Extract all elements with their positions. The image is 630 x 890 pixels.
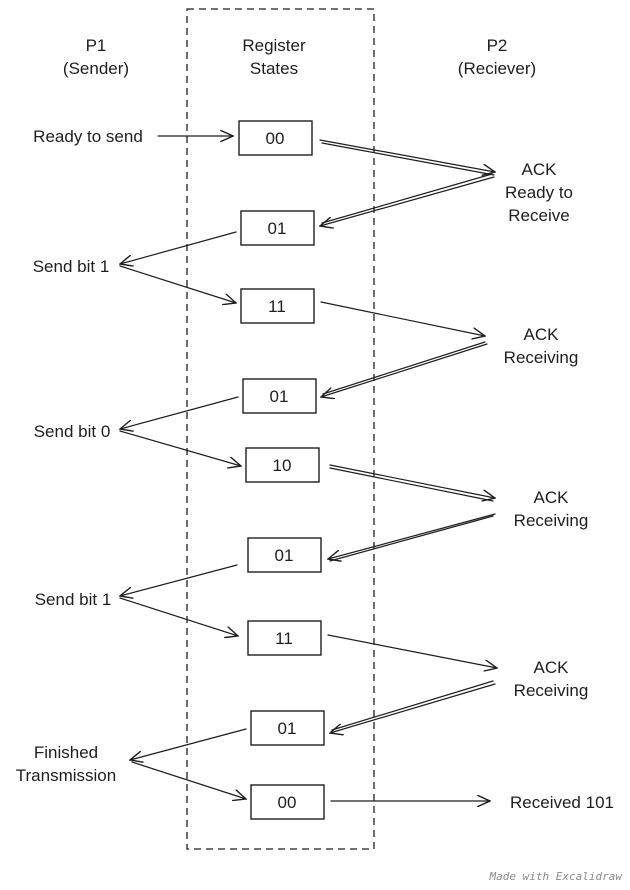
arrow-ack-3-to-reg: [328, 513, 496, 559]
register-value-5: 10: [273, 456, 292, 475]
sender-label-finished-line-2: Transmission: [16, 766, 116, 785]
registers-header-line-1: Register: [242, 36, 306, 55]
sender-label-finished-line-1: Finished: [34, 743, 98, 762]
arrow-reg-to-ack-4: [327, 634, 497, 668]
receiver-label-ack-2-line-2: Receiving: [504, 348, 579, 367]
register-value-4: 01: [270, 387, 289, 406]
receiver-label-ack-3-line-2: Receiving: [514, 511, 589, 530]
receiver-label-ack-3-line-1: ACK: [534, 488, 570, 507]
receiver-label-ack-1-line-2: Ready to: [505, 183, 573, 202]
arrow-finished-to-reg: [131, 761, 246, 799]
register-box-4: 01: [242, 378, 317, 414]
register-column-frame: [186, 8, 375, 850]
p1-header-line-1: P1: [86, 36, 107, 55]
p1-header-line-2: (Sender): [63, 59, 129, 78]
arrow-ack-1-to-reg-sketch: [321, 173, 493, 224]
arrow-ack-1-to-reg: [320, 176, 495, 226]
register-box-5: 10: [245, 447, 320, 483]
arrow-ack-2-to-reg-sketch: [322, 341, 486, 395]
receiver-label-ack-4-line-2: Receiving: [514, 681, 589, 700]
arrow-ack-4-to-reg: [330, 683, 496, 733]
receiver-label-ack-1-line-3: Receive: [508, 206, 569, 225]
p2-header-line-1: P2: [487, 36, 508, 55]
register-box-6: 01: [247, 537, 322, 573]
register-value-6: 01: [275, 546, 294, 565]
arrow-send-bit-0-to-reg: [119, 430, 241, 466]
sender-label-send-bit-1: Send bit 1: [33, 257, 110, 276]
arrow-reg-to-ack-1: [319, 139, 495, 172]
arrow-reg-to-send-bit-1b: [120, 564, 238, 596]
register-value-9: 00: [278, 793, 297, 812]
arrow-ack-3-to-reg-sketch: [329, 515, 494, 562]
register-value-8: 01: [278, 719, 297, 738]
register-value-3: 11: [268, 297, 286, 316]
register-box-7: 11: [247, 620, 322, 656]
sender-label-send-bit-1b: Send bit 1: [35, 590, 112, 609]
sender-label-ready: Ready to send: [33, 127, 143, 146]
receiver-label-ack-4-line-1: ACK: [534, 658, 570, 677]
arrow-reg-to-ack-2: [320, 301, 485, 336]
arrow-reg-to-send-bit-1: [120, 231, 237, 264]
register-value-2: 01: [268, 219, 287, 238]
receiver-label-received: Received 101: [510, 793, 614, 812]
register-box-1: 00: [238, 120, 313, 156]
sender-label-send-bit-0: Send bit 0: [34, 422, 111, 441]
register-box-8: 01: [250, 710, 325, 746]
excalidraw-watermark: Made with Excalidraw: [489, 870, 624, 883]
arrow-reg-to-ack-1-sketch: [321, 142, 495, 176]
arrow-reg-to-send-bit-0: [120, 396, 239, 429]
arrow-reg-to-ack-3-sketch: [329, 467, 494, 502]
arrow-ack-4-to-reg-sketch: [331, 680, 494, 731]
receiver-label-ack-1-line-1: ACK: [522, 160, 558, 179]
register-value-1: 00: [266, 129, 285, 148]
register-value-7: 11: [275, 629, 293, 648]
receiver-label-ack-2-line-1: ACK: [524, 325, 560, 344]
register-box-9: 00: [250, 784, 325, 820]
arrow-send-bit-1b-to-reg: [119, 597, 238, 636]
arrow-ack-2-to-reg: [321, 343, 488, 397]
register-box-3: 11: [240, 288, 315, 324]
arrow-reg-to-ack-3: [329, 464, 495, 498]
p2-header-line-2: (Reciever): [458, 59, 536, 78]
register-box-2: 01: [240, 210, 315, 246]
arrow-send-bit-1-to-reg: [119, 265, 236, 303]
arrow-reg-to-finished: [130, 728, 247, 760]
registers-header-line-2: States: [250, 59, 298, 78]
